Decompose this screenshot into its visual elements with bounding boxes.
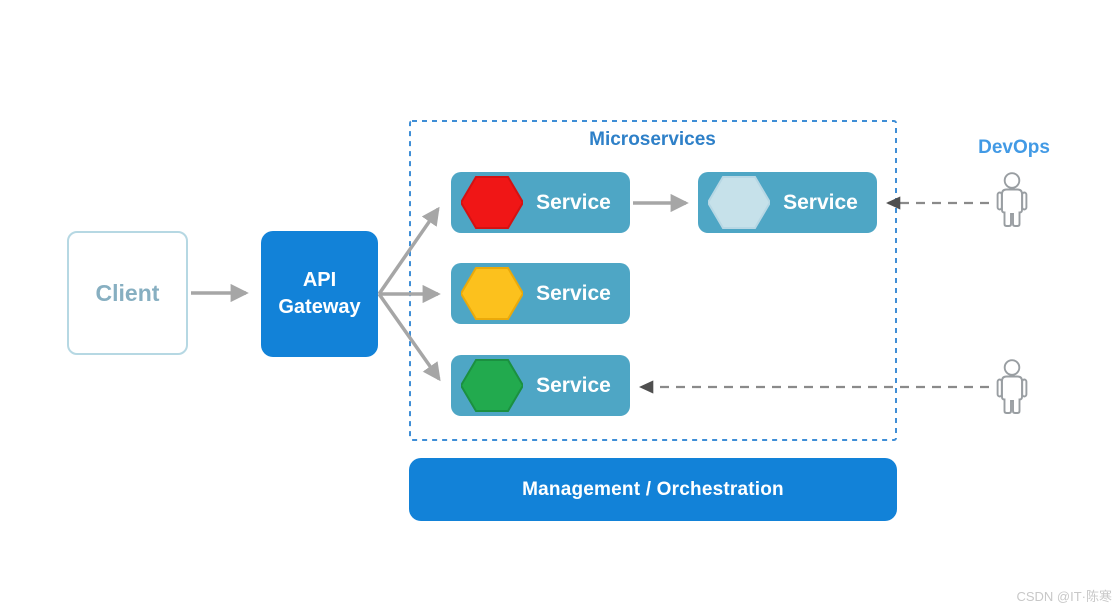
microservices-group-title: Microservices — [589, 129, 716, 150]
client-label: Client — [95, 279, 160, 306]
devops-person-icon-top — [996, 172, 1028, 227]
service-node-lightblue: Service — [698, 172, 877, 233]
arrow-gateway-to-service4 — [377, 292, 441, 382]
api-gateway-label: API Gateway — [278, 269, 361, 318]
service-label: Service — [536, 190, 611, 214]
watermark-text: CSDN @IT·陈寒 — [1016, 589, 1112, 604]
devops-label: DevOps — [978, 137, 1050, 158]
service-label: Service — [536, 373, 611, 397]
client-node: Client — [67, 231, 188, 355]
service-label: Service — [783, 190, 858, 214]
green-hexagon-icon — [461, 359, 523, 412]
api-gateway-node: API Gateway — [261, 231, 378, 357]
management-label: Management / Orchestration — [522, 478, 784, 500]
arrow-gateway-to-service1 — [377, 206, 440, 295]
red-hexagon-icon — [461, 176, 523, 229]
yellow-hexagon-icon — [461, 267, 523, 320]
service-node-green: Service — [451, 355, 630, 416]
lightblue-hexagon-icon — [708, 176, 770, 229]
management-orchestration-bar: Management / Orchestration — [409, 458, 897, 521]
service-label: Service — [536, 281, 611, 305]
service-node-red: Service — [451, 172, 630, 233]
devops-person-icon-bottom — [996, 359, 1028, 414]
service-node-yellow: Service — [451, 263, 630, 324]
